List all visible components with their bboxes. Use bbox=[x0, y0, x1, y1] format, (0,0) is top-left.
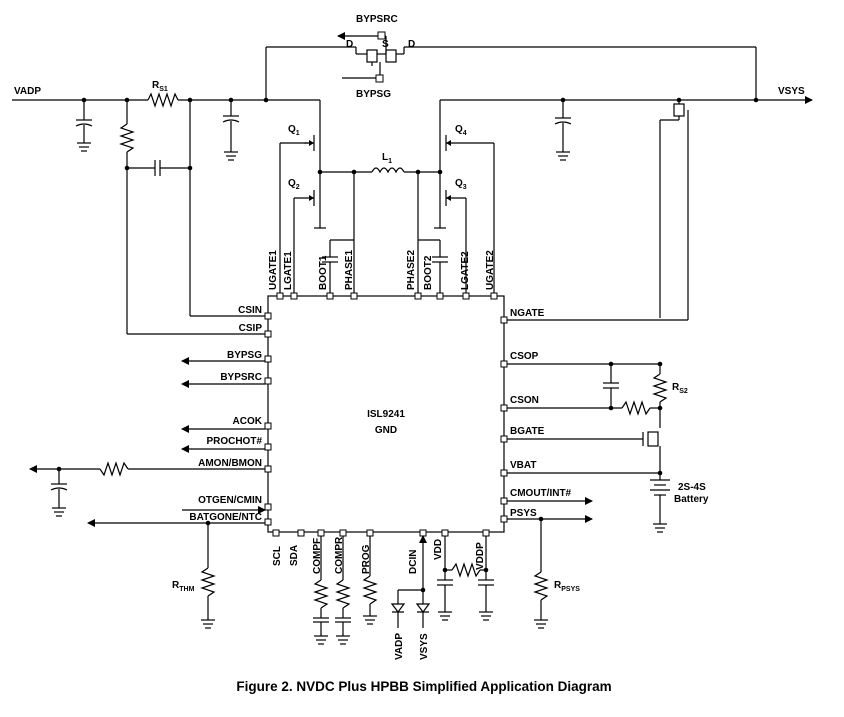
right-pins: NGATE CSOP CSON BGATE VBAT CMOUT/INT# PS… bbox=[500, 308, 572, 523]
pin-prochot: PROCHOT# bbox=[206, 436, 262, 447]
output-rail bbox=[440, 47, 813, 161]
pin-vdd: VDD bbox=[433, 539, 444, 560]
l1-label: L1 bbox=[382, 152, 392, 165]
q3-label: Q3 bbox=[455, 178, 467, 191]
q3-fet bbox=[434, 172, 467, 296]
pin-dcin: DCIN bbox=[408, 550, 419, 574]
pin-csop: CSOP bbox=[510, 351, 539, 362]
rpsys-label: RPSYS bbox=[554, 580, 580, 593]
pin-boot2: BOOT2 bbox=[423, 255, 434, 290]
pin-lgate2: LGATE2 bbox=[460, 251, 471, 290]
pin-ngate: NGATE bbox=[510, 308, 545, 319]
pin-amon-bmon: AMON/BMON bbox=[198, 458, 262, 469]
pin-scl: SCL bbox=[272, 546, 283, 566]
bypsrc-label: BYPSRC bbox=[356, 14, 398, 25]
d-right-label: D bbox=[408, 39, 415, 50]
input-capacitor-1 bbox=[75, 100, 93, 152]
rpsys-resistor bbox=[533, 571, 549, 601]
left-pins: CSIN CSIP BYPSG BYPSRC ACOK PROCHOT# AMO… bbox=[189, 305, 272, 526]
vsys-label: VSYS bbox=[778, 86, 805, 97]
q1-label: Q1 bbox=[288, 124, 300, 137]
ngate-fet bbox=[507, 100, 689, 321]
vadp-bottom-label: VADP bbox=[394, 633, 405, 660]
rs1-label: RS1 bbox=[152, 80, 168, 93]
pin-cmout-int: CMOUT/INT# bbox=[510, 488, 572, 499]
figure-caption: Figure 2. NVDC Plus HPBB Simplified Appl… bbox=[236, 679, 611, 694]
switch-node-2 bbox=[415, 169, 448, 296]
inductor-l1 bbox=[371, 167, 440, 174]
pin-acok: ACOK bbox=[233, 416, 263, 427]
pin-psys: PSYS bbox=[510, 508, 537, 519]
pin-vbat: VBAT bbox=[510, 460, 536, 471]
bypsg-label: BYPSG bbox=[356, 89, 391, 100]
chip-gnd: GND bbox=[375, 425, 397, 436]
pin-phase2: PHASE2 bbox=[406, 250, 417, 290]
q4-fet bbox=[439, 100, 495, 296]
amon-resistor bbox=[99, 461, 129, 477]
rs2-label: RS2 bbox=[672, 382, 688, 395]
q2-label: Q2 bbox=[288, 178, 300, 191]
pin-compf: COMPF bbox=[312, 538, 323, 574]
left-signals bbox=[29, 357, 266, 629]
isl9241-chip bbox=[267, 295, 505, 533]
pin-lgate1: LGATE1 bbox=[283, 251, 294, 290]
battery-label-2: Battery bbox=[674, 494, 709, 505]
pin-vddp: VDDP bbox=[475, 542, 486, 570]
pin-csin: CSIN bbox=[238, 305, 262, 316]
pin-bypsrc: BYPSRC bbox=[220, 372, 262, 383]
chip-name: ISL9241 bbox=[367, 409, 405, 420]
bottom-pins: SCL SDA COMPF COMPR PROG DCIN VDD VDDP bbox=[272, 529, 490, 574]
q1-fet bbox=[279, 100, 321, 296]
rthm-resistor bbox=[200, 567, 216, 597]
q2-fet bbox=[293, 172, 326, 296]
pin-otgen-cmin: OTGEN/CMIN bbox=[198, 495, 262, 506]
rs2-resistor bbox=[652, 373, 668, 403]
rs2-resistor-h bbox=[621, 400, 651, 416]
bottom-networks bbox=[313, 535, 494, 645]
bypass-switch bbox=[265, 31, 756, 100]
pin-boot1: BOOT1 bbox=[318, 255, 329, 290]
d-left-label: D bbox=[346, 39, 353, 50]
pin-ugate1: UGATE1 bbox=[268, 250, 279, 290]
pin-csip: CSIP bbox=[239, 323, 263, 334]
top-pins: UGATE1 LGATE1 BOOT1 PHASE1 PHASE2 BOOT2 … bbox=[268, 250, 498, 300]
pin-ugate2: UGATE2 bbox=[485, 250, 496, 290]
pin-batgone-ntc: BATGONE/NTC bbox=[189, 512, 262, 523]
pin-prog: PROG bbox=[361, 544, 372, 574]
pin-bgate: BGATE bbox=[510, 426, 545, 437]
rthm-label: RTHM bbox=[172, 580, 195, 593]
battery-label-1: 2S-4S bbox=[678, 482, 706, 493]
pin-cson: CSON bbox=[510, 395, 539, 406]
battery-network bbox=[507, 361, 670, 629]
pin-compr: COMPR bbox=[334, 536, 345, 574]
csip-sense-resistor bbox=[119, 100, 268, 335]
pin-bypsg: BYPSG bbox=[227, 350, 262, 361]
switch-node-1 bbox=[317, 169, 372, 296]
pin-phase1: PHASE1 bbox=[344, 250, 355, 290]
input-rail bbox=[12, 92, 320, 108]
input-capacitor-2 bbox=[222, 100, 240, 161]
pin-sda: SDA bbox=[289, 545, 300, 566]
rs1-resistor bbox=[147, 92, 179, 108]
vadp-label: VADP bbox=[14, 86, 41, 97]
q4-label: Q4 bbox=[455, 124, 467, 137]
vsys-bottom-label: VSYS bbox=[419, 633, 430, 660]
s-mid-label: S bbox=[382, 39, 389, 50]
